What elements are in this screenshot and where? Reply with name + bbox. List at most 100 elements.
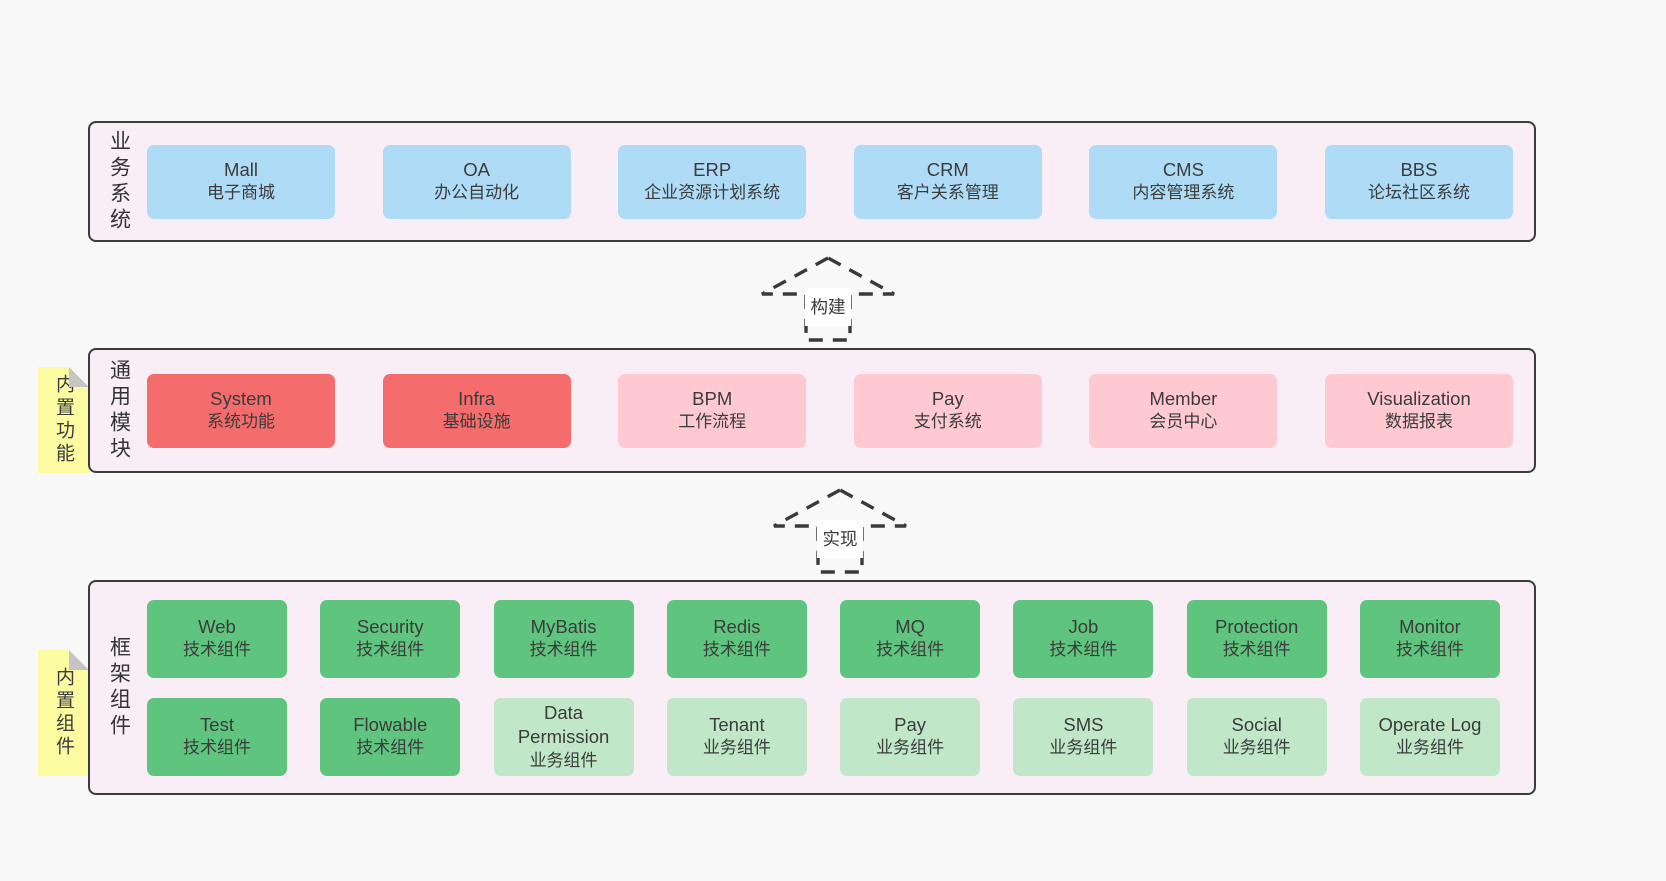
box-subtitle: 技术组件: [529, 640, 598, 660]
dashed-up-arrow-icon: 构建: [761, 256, 895, 342]
box-subtitle: 基础设施: [442, 412, 511, 432]
arrow-build: 构建: [756, 255, 900, 343]
box-subtitle: 技术组件: [183, 640, 251, 660]
box-subtitle: 技术组件: [702, 640, 771, 660]
box-subtitle: 业务组件: [529, 750, 598, 770]
box-subtitle: 会员中心: [1149, 412, 1218, 432]
box-subtitle: 客户关系管理: [896, 183, 999, 203]
panel-label-business-systems: 业务系统: [107, 129, 131, 234]
box-title: Operate Log: [1378, 714, 1482, 736]
dashed-up-arrow-icon: 实现: [773, 488, 907, 574]
box-title: Security: [356, 616, 424, 638]
box-title: Tenant: [709, 714, 765, 736]
sticky-tag-label: 内置功能: [53, 374, 74, 466]
box-title: Test: [200, 714, 234, 736]
box-subtitle: 技术组件: [183, 738, 251, 758]
box-title: ERP: [693, 159, 732, 181]
box-title: BBS: [1400, 159, 1438, 181]
folded-corner-icon: [69, 367, 89, 387]
box-subtitle: 技术组件: [1049, 640, 1118, 660]
box-subtitle: 业务组件: [1395, 738, 1464, 758]
box-title: System: [210, 388, 272, 410]
box-title: Pay: [894, 714, 927, 736]
box-subtitle: 技术组件: [356, 738, 425, 758]
sticky-tag-built-in-components: 内置组件: [38, 650, 89, 776]
box-title: Job: [1068, 616, 1099, 638]
box-title: OA: [463, 159, 490, 181]
arrow-build-label: 构建: [811, 297, 846, 317]
box-subtitle: 内容管理系统: [1132, 183, 1235, 203]
box-title: Flowable: [353, 714, 428, 736]
panel-label-common-modules: 通用模块: [107, 358, 131, 463]
box-subtitle: 系统功能: [207, 412, 275, 432]
box-title: MyBatis: [530, 616, 597, 638]
box-subtitle: 数据报表: [1384, 412, 1453, 432]
box-title: MQ: [895, 616, 926, 638]
box-title: Pay: [931, 388, 964, 410]
box-subtitle: 办公自动化: [434, 183, 520, 203]
box-title: BPM: [692, 388, 733, 410]
box-title: Protection: [1215, 616, 1299, 638]
box-subtitle: 工作流程: [678, 412, 747, 432]
arrow-implement: 实现: [768, 487, 912, 575]
box-title: CRM: [926, 159, 969, 181]
arrow-implement-label: 实现: [823, 529, 858, 549]
box-subtitle: 论坛社区系统: [1367, 183, 1470, 203]
box-title: SMS: [1063, 714, 1104, 736]
box-subtitle: 电子商城: [207, 183, 275, 203]
box-subtitle: 支付系统: [913, 412, 982, 432]
box-subtitle: 业务组件: [1222, 738, 1291, 758]
box-subtitle: 企业资源计划系统: [644, 183, 781, 203]
box-subtitle: 业务组件: [876, 738, 945, 758]
box-subtitle: 技术组件: [1222, 640, 1291, 660]
box-subtitle: 技术组件: [356, 640, 425, 660]
panel-label-framework-components: 框架组件: [107, 635, 131, 740]
sticky-tag-label: 内置组件: [53, 667, 74, 759]
box-title: Infra: [458, 388, 496, 410]
box-title: Web: [198, 616, 236, 638]
box-title: Mall: [224, 159, 258, 181]
box-subtitle: 业务组件: [702, 738, 771, 758]
box-title: Redis: [713, 616, 761, 638]
box-title: Visualization: [1367, 388, 1471, 410]
box-subtitle: 业务组件: [1049, 738, 1118, 758]
box-title: Data Permission: [517, 701, 610, 748]
sticky-tag-built-in-features: 内置功能: [38, 367, 89, 473]
